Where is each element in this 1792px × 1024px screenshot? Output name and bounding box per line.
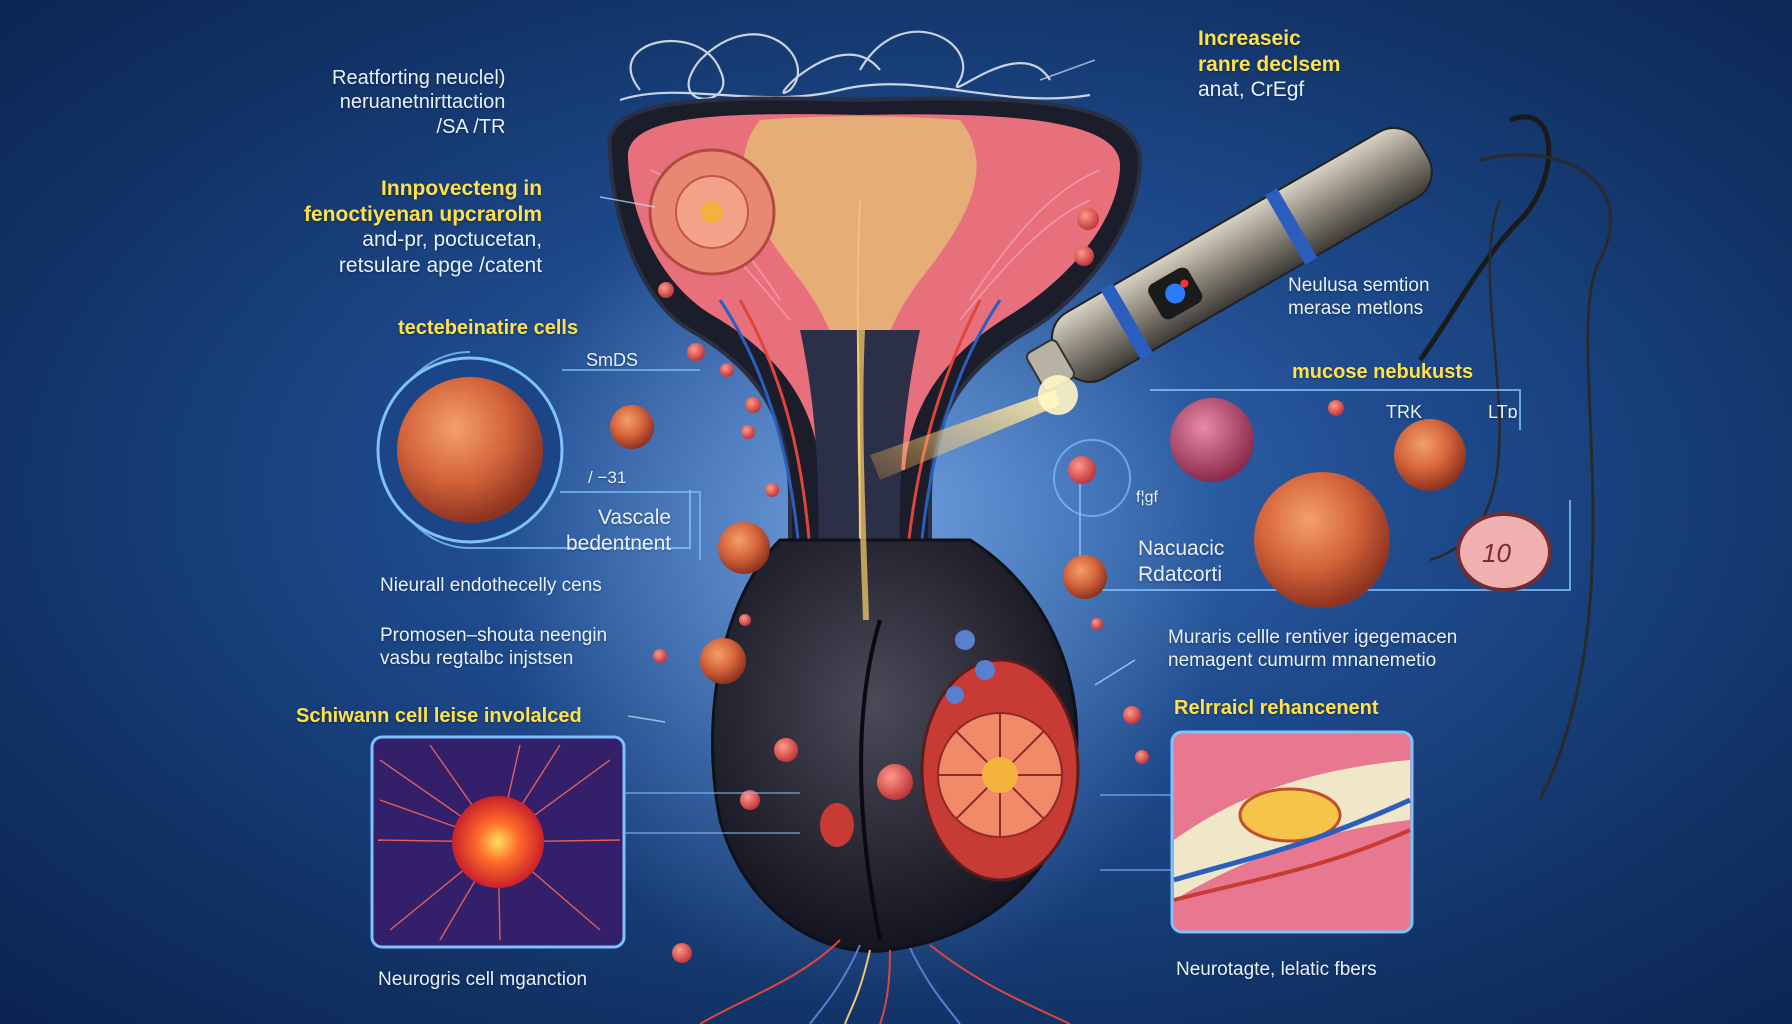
cut-cell-icon [1456, 512, 1552, 592]
label-smds: SmDS [586, 350, 639, 370]
relraicl-image-panel [1100, 730, 1414, 934]
label-neurotagte: Neurotagte, lelatic fbers [1176, 959, 1377, 980]
lobe-division [859, 619, 882, 941]
label-mid-left: Innpovecteng in fenoctiyenan upcrarolm a… [304, 176, 542, 278]
laser-probe-icon [1025, 114, 1613, 801]
large-cell-icon [397, 377, 543, 523]
label-top-left-line-1: Reatforting neuclel) [332, 67, 506, 89]
label-mid-left-heading-2: fenoctiyenan upcrarolm [304, 202, 543, 226]
label-neulusa-line-2: merase metlons [1288, 298, 1424, 320]
label-top-left: Reatforting neuclel) neruanetnirttaction… [332, 66, 505, 139]
label-mucose: mucose nebukusts [1292, 361, 1474, 383]
label-nacuacic: Nacuacic Rdatcorti [1138, 536, 1224, 587]
right-large-cell-icon [1254, 472, 1390, 608]
label-vascale: Vascale bedentnent [566, 505, 671, 556]
label-top-left-line-2: neruanetnirttaction [339, 91, 506, 114]
label-promosen: Promosen–shouta neengin vasbu regtalbc i… [380, 624, 607, 670]
right-small-cell-icon [1394, 419, 1466, 491]
label-promosen-line-2: vasbu regtalbc injstsen [380, 648, 574, 670]
left-cell-panel [376, 351, 701, 560]
embedded-cells [740, 630, 995, 847]
label-schwann: Schiwann cell leise involalced [296, 705, 582, 727]
label-top-right-line-2: ranre declsem [1198, 52, 1341, 76]
label-muraris-line-1: Muraris cellle rentiver igegemacen [1168, 627, 1458, 648]
label-ten: 10 [1482, 538, 1511, 568]
label-top-right-line-1: Increaseic [1198, 27, 1301, 50]
laser-beam [870, 390, 1060, 480]
label-top-right-line-3: anat, CrEgf [1198, 78, 1305, 102]
label-promosen-line-1: Promosen–shouta neengin [380, 625, 608, 646]
label-ltd: LTɒ [1488, 402, 1518, 422]
label-top-right: Increaseic ranre declsem anat, CrEgf [1198, 26, 1340, 103]
inner-tissue [743, 116, 977, 420]
label-nacuacic-line-1: Nacuacic [1138, 537, 1225, 560]
label-mid-left-heading-1: Innpovecteng in [381, 177, 543, 200]
label-neulusa-line-1: Neulusa semtion [1288, 275, 1430, 296]
label-vascale-line-2: bedentnent [566, 531, 672, 555]
label-mid-left-sub-2: retsulare apge /catent [338, 253, 543, 277]
laser-tip-glow [1038, 375, 1078, 415]
floating-cells [610, 208, 1344, 963]
purple-cell-icon [1170, 398, 1254, 482]
leader-lines [599, 59, 1136, 723]
label-mid-left-sub-1: and-pr, poctucetan, [362, 228, 543, 252]
label-neurogris: Neurogris cell mganction [378, 969, 588, 990]
nerve-roots [699, 939, 1071, 1024]
label-nacuacic-line-2: Rdatcorti [1138, 562, 1223, 586]
label-muraris-line-2: nemagent cumurm mnanemetio [1168, 650, 1437, 672]
label-trk: TRK [1386, 402, 1422, 422]
right-cell-panel [1053, 389, 1571, 608]
label-vascale-line-1: Vascale [597, 506, 672, 529]
label-relraicl: Relrraicl rehancenent [1174, 697, 1379, 719]
label-top-left-line-3: /SA /TR [436, 115, 506, 138]
tissue-cross-section-nucleus [701, 201, 723, 223]
central-nerve-glow [857, 329, 869, 621]
label-num-31: / −31 [588, 468, 627, 487]
label-neulusa: Neulusa semtion merase metlons [1288, 274, 1430, 320]
label-cells-heading: tectebeinatire cells [398, 317, 579, 339]
bulb-cross-section-nucleus [982, 757, 1018, 793]
label-muraris: Muraris cellle rentiver igegemacen nemag… [1168, 626, 1457, 672]
label-fgf: f¦gf [1136, 489, 1158, 506]
schwann-image-panel [370, 735, 800, 949]
label-neural-endo: Nieurall endothecelly cens [380, 575, 602, 596]
